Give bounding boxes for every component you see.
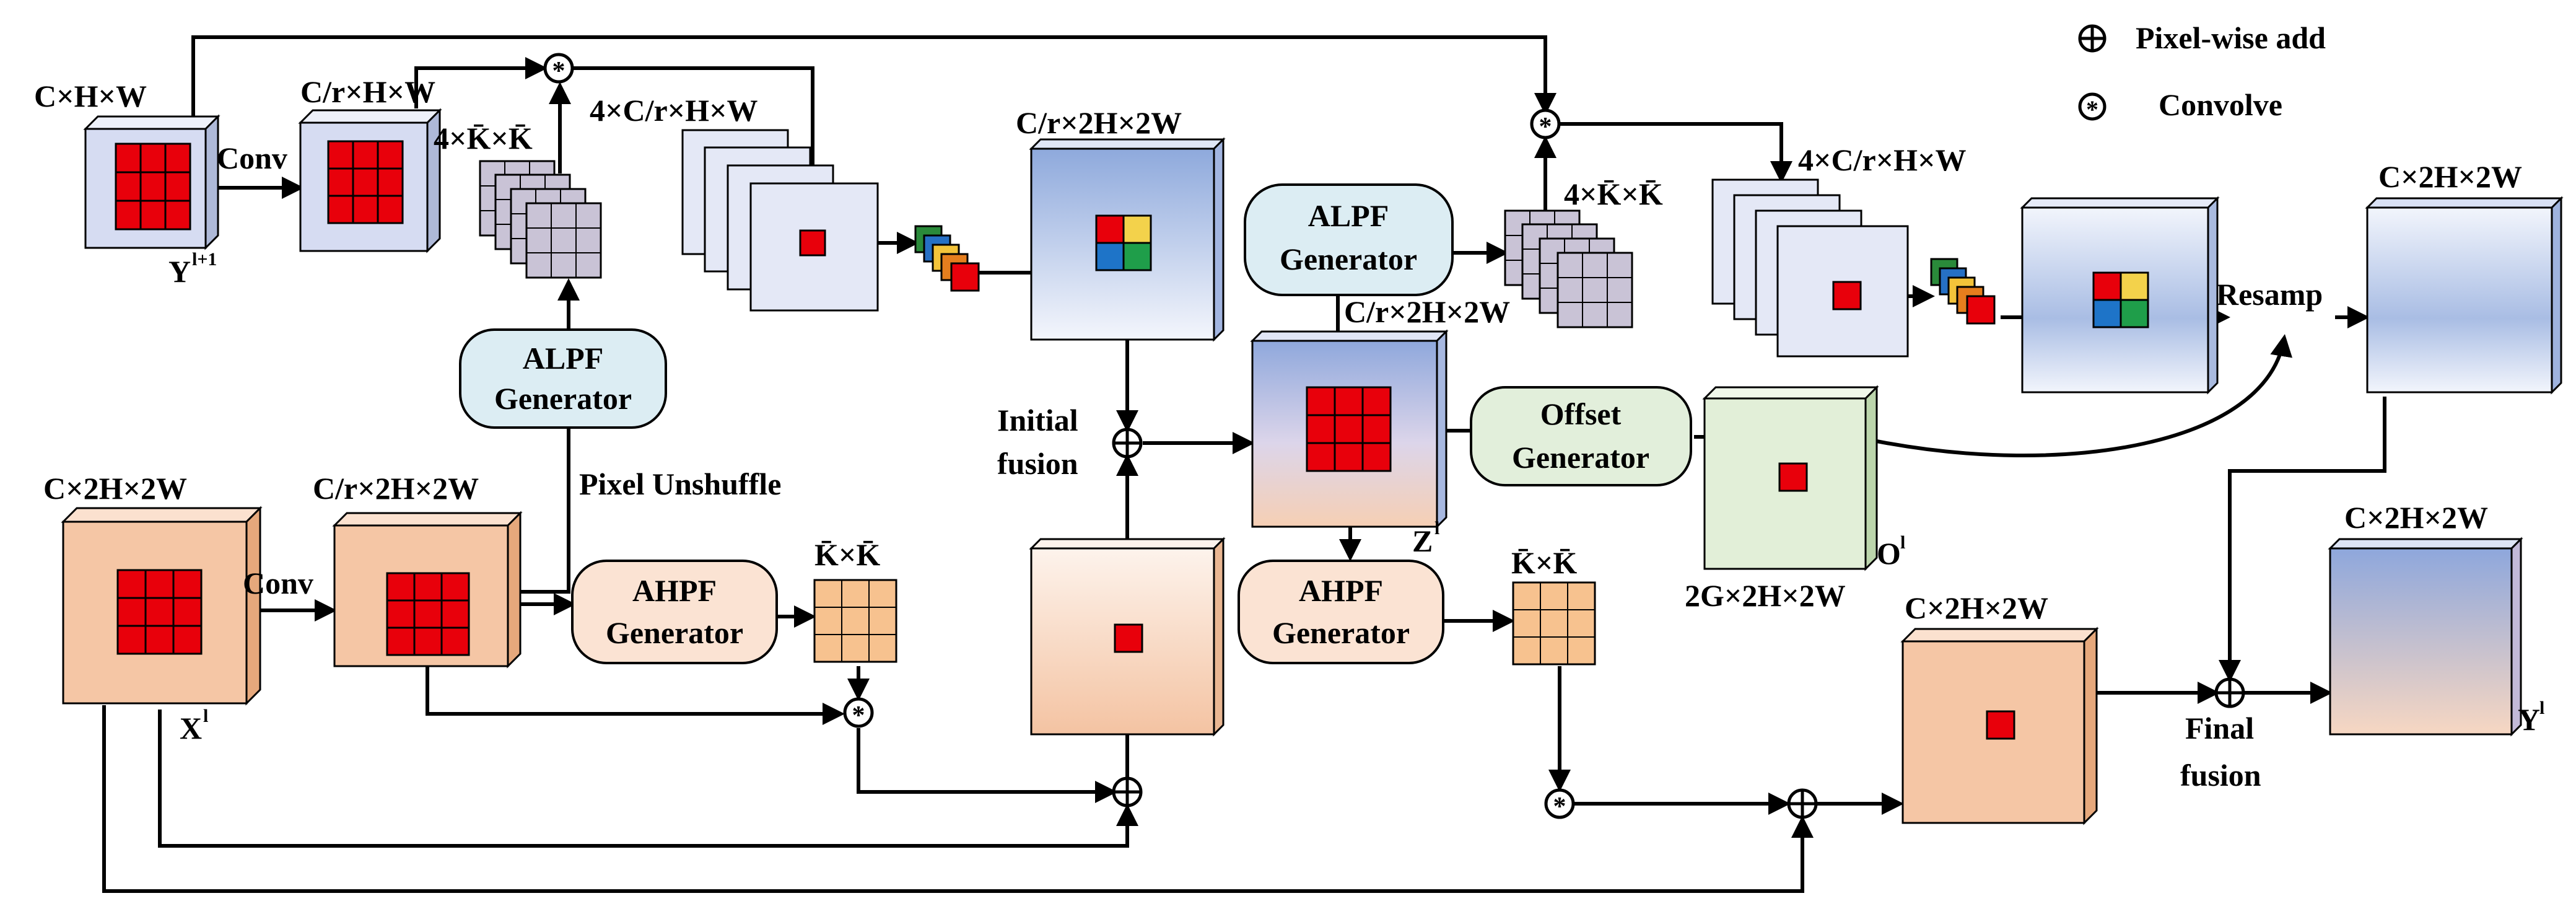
resamp-label: Resamp [2216, 277, 2323, 312]
conv-label-top: Conv [217, 141, 287, 175]
pixel-wise-add-icon [2214, 677, 2245, 708]
kernel-grid [115, 143, 191, 231]
feature-stack-right [1711, 178, 1909, 358]
y-output-name: Y [2518, 702, 2540, 737]
initial-fusion-label-2: fusion [997, 446, 1078, 481]
x-conv-dims: C/r×2H×2W [313, 471, 479, 506]
feature-stack-left [681, 129, 879, 312]
convolve-icon: * [843, 697, 874, 730]
kernel-stack-right [1504, 209, 1633, 328]
kernel-grid [116, 569, 203, 655]
z-feature [1250, 329, 1449, 529]
pixel-wise-add-icon [1112, 776, 1143, 807]
offset-name: O [1877, 536, 1901, 571]
alpf-generator-left: ALPF Generator [459, 328, 667, 429]
output-top-right-dims: C×2H×2W [2378, 159, 2522, 194]
offset-generator-title: Offset [1540, 397, 1622, 431]
y-conv-dims: C/r×H×W [300, 74, 435, 109]
convolve-icon: * [1530, 108, 1561, 141]
offset-dims: 2G×2H×2W [1685, 578, 1846, 613]
final-fusion-label-1: Final [2185, 711, 2254, 745]
kernel-grid [327, 140, 404, 224]
x-input-sup: l [203, 706, 208, 726]
legend: Pixel-wise add * Convolve [2078, 20, 2326, 123]
kernel-bottom-left-label: K̄×K̄ [814, 537, 880, 572]
alpf-right-subtitle: Generator [1280, 242, 1417, 276]
y-conv-feature [298, 108, 442, 253]
svg-text:*: * [552, 57, 565, 86]
ahpf-left-subtitle: Generator [606, 615, 743, 650]
feature-peach-mid [1029, 537, 1226, 737]
z-sup: l [1434, 518, 1439, 538]
ahpf-right-title: AHPF [1299, 573, 1383, 608]
alpf-generator-right: ALPF Generator [1244, 183, 1454, 296]
y-output-dims: C×2H×2W [2344, 500, 2488, 535]
offset-generator: Offset Generator [1470, 386, 1692, 486]
alpf-left-subtitle: Generator [494, 381, 632, 416]
ahpf-generator-right: AHPF Generator [1238, 560, 1444, 664]
y-input-sup: l+1 [192, 249, 217, 270]
kernel-stack-left [479, 160, 602, 279]
y-input-name: Y [168, 254, 191, 289]
convolve-icon: * [543, 53, 574, 86]
y-input-feature [83, 114, 220, 250]
convolve-icon: * [1544, 788, 1575, 821]
x-conv-feature [332, 511, 523, 669]
kernel-grid [1306, 386, 1392, 472]
convolve-icon: * [2078, 92, 2107, 123]
pixel-wise-add-icon [1112, 428, 1143, 459]
x-input-dims: C×2H×2W [43, 471, 187, 506]
kernel-grid [386, 572, 470, 656]
feature-top-mid [1029, 137, 1226, 342]
offset-sup: l [1900, 532, 1905, 553]
conv-label-bottom: Conv [243, 566, 313, 600]
ahpf-left-title: AHPF [632, 573, 717, 608]
x-input-name: X [180, 711, 202, 745]
initial-fusion-label-1: Initial [997, 403, 1078, 437]
final-fusion-label-2: fusion [2180, 758, 2261, 793]
kernel-top-left-label: 4×K̄×K̄ [434, 121, 533, 156]
offset-map [1702, 385, 1879, 571]
offset-generator-subtitle: Generator [1512, 440, 1649, 475]
z-name: Z [1412, 524, 1433, 558]
stack-top-right-label: 4×C/r×H×W [1798, 143, 1967, 177]
stack-top-left-label: 4×C/r×H×W [590, 93, 758, 128]
output-top-right [2365, 196, 2564, 395]
kernel-top-right-label: 4×K̄×K̄ [1564, 177, 1663, 211]
color-chips-left [914, 225, 980, 292]
legend-conv-label: Convolve [2159, 87, 2282, 122]
y-input-dims: C×H×W [34, 79, 147, 113]
kernel-bottom-left [813, 579, 897, 663]
feature-top-right-mid [2020, 196, 2220, 395]
y-output-sup: l [2539, 698, 2544, 718]
hp-out-dims: C×2H×2W [1905, 591, 2048, 625]
z-dims: C/r×2H×2W [1344, 294, 1510, 329]
svg-text:*: * [2086, 95, 2098, 123]
legend-add-label: Pixel-wise add [2136, 20, 2326, 55]
ahpf-right-subtitle: Generator [1272, 615, 1410, 650]
svg-text:*: * [852, 701, 865, 730]
pixel-unshuffle-label: Pixel Unshuffle [579, 467, 781, 501]
color-chips-right [1930, 258, 1996, 325]
x-input-feature [61, 506, 263, 706]
ahpf-generator-left: AHPF Generator [571, 560, 778, 664]
kernel-bottom-mid [1512, 581, 1596, 666]
feature-top-mid-dims: C/r×2H×2W [1016, 105, 1182, 140]
alpf-left-title: ALPF [523, 341, 604, 376]
svg-text:*: * [1553, 793, 1566, 821]
svg-text:*: * [1539, 113, 1552, 141]
pixel-wise-add-icon [2078, 24, 2107, 53]
kernel-bottom-mid-label: K̄×K̄ [1511, 545, 1577, 580]
pixel-wise-add-icon [1787, 788, 1818, 819]
alpf-right-title: ALPF [1308, 198, 1389, 233]
feature-high-pass-out [1900, 626, 2099, 825]
y-output-feature [2328, 537, 2523, 737]
